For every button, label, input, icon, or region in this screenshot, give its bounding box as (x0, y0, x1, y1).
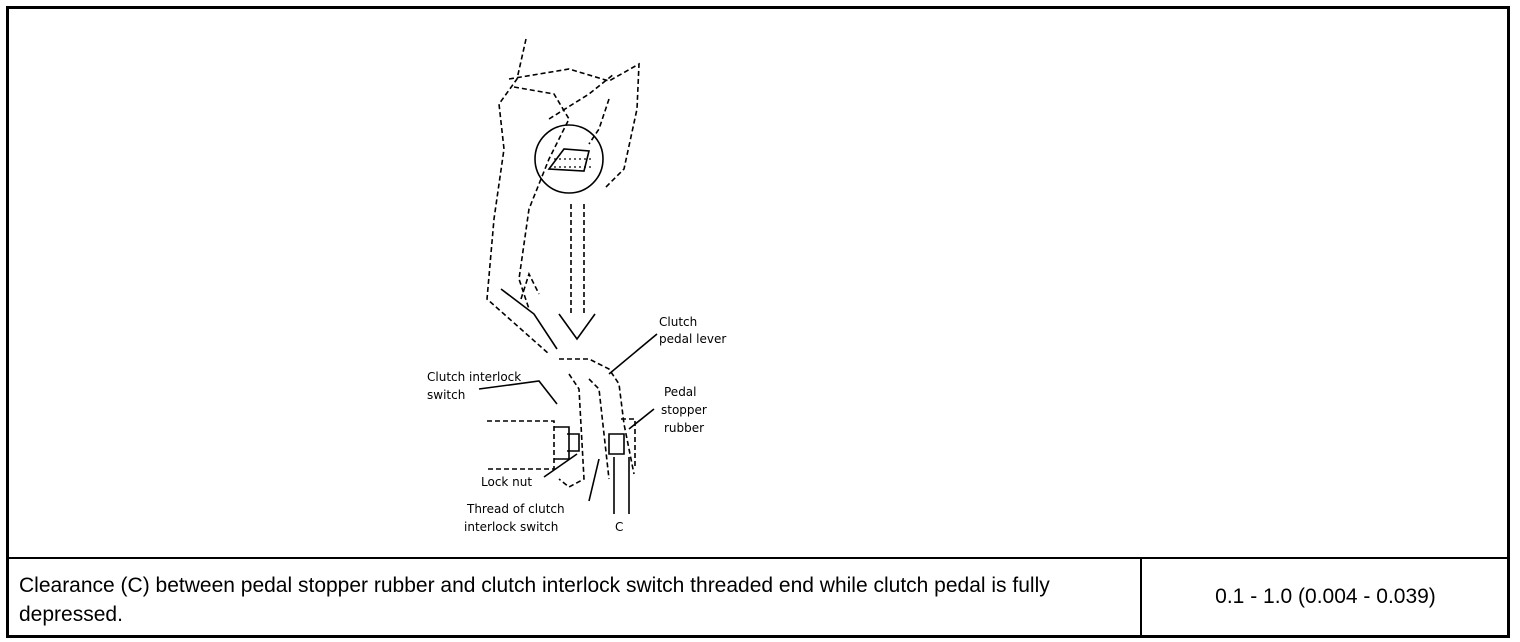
figure-cell: Clutch pedal lever Clutch interlock swit… (9, 9, 1507, 559)
label-clutch-interlock-switch-line1: Clutch interlock (427, 370, 521, 384)
label-thread-of-switch-line2: interlock switch (464, 520, 558, 534)
label-pedal-stopper-rubber-line2: stopper (661, 403, 707, 417)
switch-detail-drawing (478, 333, 658, 514)
spec-row: Clearance (C) between pedal stopper rubb… (9, 559, 1507, 635)
label-clutch-pedal-lever-line1: Clutch (659, 315, 697, 329)
spec-value: 0.1 - 1.0 (0.004 - 0.039) (1215, 585, 1436, 608)
spec-description: Clearance (C) between pedal stopper rubb… (9, 559, 1142, 635)
label-pedal-stopper-rubber-line1: Pedal (664, 385, 697, 399)
label-clearance-c: C (615, 520, 623, 534)
label-pedal-stopper-rubber-line3: rubber (664, 421, 704, 435)
pedal-assembly-drawing (486, 38, 640, 355)
label-lock-nut: Lock nut (481, 475, 532, 489)
label-thread-of-switch-line1: Thread of clutch (466, 502, 565, 516)
label-clutch-pedal-lever-line2: pedal lever (659, 332, 726, 346)
label-clutch-interlock-switch-line2: switch (427, 388, 465, 402)
spec-table: Clutch pedal lever Clutch interlock swit… (6, 6, 1510, 638)
clutch-pedal-diagram: Clutch pedal lever Clutch interlock swit… (427, 38, 726, 534)
